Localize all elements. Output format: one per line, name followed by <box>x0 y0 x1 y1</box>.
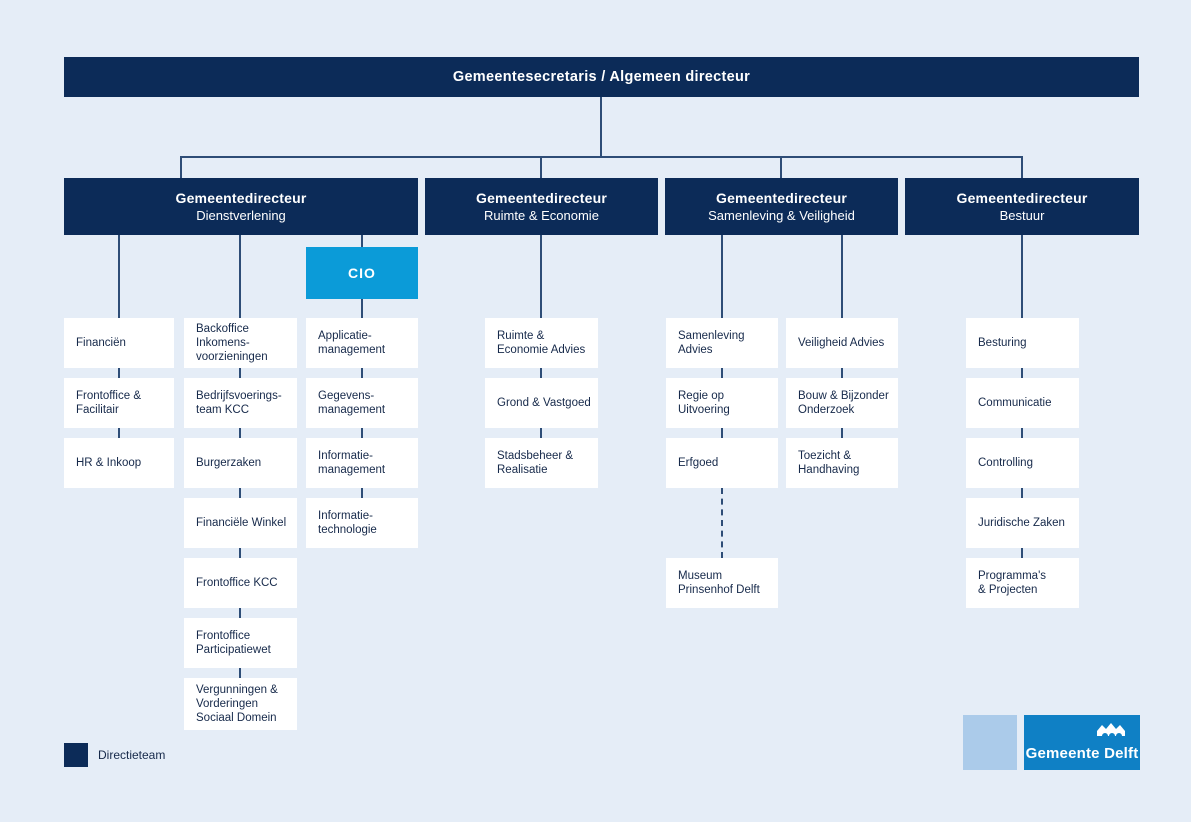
box-toezicht-handhaving: Toezicht & Handhaving <box>786 438 898 488</box>
root-box-gemeentesecretaris: Gemeentesecretaris / Algemeen directeur <box>64 57 1139 97</box>
connector-dashed-museum <box>721 488 723 558</box>
box-communicatie: Communicatie <box>966 378 1079 428</box>
director-box-dienstverlening: Gemeentedirecteur Dienstverlening <box>64 178 418 235</box>
cio-box: CIO <box>306 247 418 299</box>
box-frontoffice-facilitair: Frontoffice & Facilitair <box>64 378 174 428</box>
box-label: Samenleving Advies <box>678 330 745 356</box>
box-veiligheid-advies: Veiligheid Advies <box>786 318 898 368</box>
director-unit: Samenleving & Veiligheid <box>708 208 855 223</box>
connector-distribution-line <box>180 156 1023 158</box>
box-financien: Financiën <box>64 318 174 368</box>
box-label: Burgerzaken <box>196 457 262 469</box>
box-label: Besturing <box>978 337 1027 349</box>
connector-stub-ruimte-economie <box>540 156 542 178</box>
box-label: Stadsbeheer & Realisatie <box>497 450 574 476</box>
box-frontoffice-kcc: Frontoffice KCC <box>184 558 297 608</box>
box-programmas-projecten: Programma's & Projecten <box>966 558 1079 608</box>
logo-light-square <box>963 715 1017 770</box>
box-label: Communicatie <box>978 397 1052 409</box>
box-vergunningen-vorderingen-sociaal-domein: Vergunningen & Vorderingen Sociaal Domei… <box>184 678 297 730</box>
box-frontoffice-participatiewet: Frontoffice Participatiewet <box>184 618 297 668</box>
box-regie-op-uitvoering: Regie op Uitvoering <box>666 378 778 428</box>
box-label: Programma's & Projecten <box>978 570 1047 596</box>
box-label: Financiën <box>76 337 126 349</box>
box-label: Regie op Uitvoering <box>678 390 730 416</box>
root-title: Gemeentesecretaris / Algemeen directeur <box>452 69 751 85</box>
box-applicatiemanagement: Applicatie- management <box>306 318 418 368</box>
box-burgerzaken: Burgerzaken <box>184 438 297 488</box>
box-bouw-bijzonder-onderzoek: Bouw & Bijzonder Onderzoek <box>786 378 898 428</box>
box-label: HR & Inkoop <box>76 457 142 469</box>
box-museum-prinsenhof-delft: Museum Prinsenhof Delft <box>666 558 778 608</box>
legend-directieteam-label: Directieteam <box>98 748 166 762</box>
box-bedrijfsvoeringsteam-kcc: Bedrijfsvoerings- team KCC <box>184 378 297 428</box>
gemeente-delft-wordmark: Gemeente Delft <box>1025 745 1139 762</box>
box-ruimte-economie-advies: Ruimte & Economie Advies <box>485 318 598 368</box>
box-besturing: Besturing <box>966 318 1079 368</box>
box-label: Ruimte & Economie Advies <box>497 330 586 356</box>
director-name: Gemeentedirecteur <box>956 190 1088 206</box>
box-label: Erfgoed <box>678 457 719 469</box>
box-hr-inkoop: HR & Inkoop <box>64 438 174 488</box>
director-box-ruimte-economie: Gemeentedirecteur Ruimte & Economie <box>425 178 658 235</box>
box-financiele-winkel: Financiële Winkel <box>184 498 297 548</box>
box-label: Informatie- management <box>318 450 386 476</box>
box-label: Frontoffice Participatiewet <box>196 630 271 656</box>
director-box-samenleving-veiligheid: Gemeentedirecteur Samenleving & Veilighe… <box>665 178 898 235</box>
connector-root-stem <box>600 97 602 156</box>
box-label: Controlling <box>978 457 1033 469</box>
cio-label: CIO <box>348 265 376 281</box>
box-informatietechnologie: Informatie- technologie <box>306 498 418 548</box>
box-juridische-zaken: Juridische Zaken <box>966 498 1079 548</box>
box-label: Applicatie- management <box>318 330 386 356</box>
director-box-bestuur: Gemeentedirecteur Bestuur <box>905 178 1139 235</box>
director-unit: Ruimte & Economie <box>484 208 599 223</box>
box-label: Frontoffice KCC <box>196 577 278 589</box>
box-label: Grond & Vastgoed <box>497 397 591 409</box>
connector-stub-samenleving-veiligheid <box>780 156 782 178</box>
box-label: Frontoffice & Facilitair <box>76 390 141 416</box>
box-label: Vergunningen & Vorderingen Sociaal Domei… <box>196 684 278 724</box>
delft-waves-icon <box>1097 723 1125 736</box>
director-name: Gemeentedirecteur <box>715 190 847 206</box>
director-name: Gemeentedirecteur <box>175 190 307 206</box>
box-informatiemanagement: Informatie- management <box>306 438 418 488</box>
legend-directieteam-swatch <box>64 743 88 767</box>
box-controlling: Controlling <box>966 438 1079 488</box>
box-label: Informatie- technologie <box>318 510 377 536</box>
box-label: Gegevens- management <box>318 390 386 416</box>
box-label: Juridische Zaken <box>978 517 1065 529</box>
box-label: Bedrijfsvoerings- team KCC <box>196 390 282 416</box>
box-label: Veiligheid Advies <box>798 337 885 349</box>
box-label: Financiële Winkel <box>196 517 287 529</box>
gemeente-delft-logo: Gemeente Delft <box>1024 715 1140 770</box>
box-label: Museum Prinsenhof Delft <box>678 570 760 596</box>
director-unit: Bestuur <box>999 208 1045 223</box>
box-erfgoed: Erfgoed <box>666 438 778 488</box>
box-label: Toezicht & Handhaving <box>798 450 860 476</box>
connector-stub-bestuur <box>1021 156 1023 178</box>
director-unit: Dienstverlening <box>196 208 286 223</box>
box-grond-vastgoed: Grond & Vastgoed <box>485 378 598 428</box>
box-samenleving-advies: Samenleving Advies <box>666 318 778 368</box>
box-stadsbeheer-realisatie: Stadsbeheer & Realisatie <box>485 438 598 488</box>
box-label: Backoffice Inkomens- voorzieningen <box>196 323 268 363</box>
director-name: Gemeentedirecteur <box>475 190 607 206</box>
box-label: Bouw & Bijzonder Onderzoek <box>798 390 889 416</box>
box-backoffice-inkomensvoorzieningen: Backoffice Inkomens- voorzieningen <box>184 318 297 368</box>
box-gegevensmanagement: Gegevens- management <box>306 378 418 428</box>
connector-stub-dienstverlening <box>180 156 182 178</box>
